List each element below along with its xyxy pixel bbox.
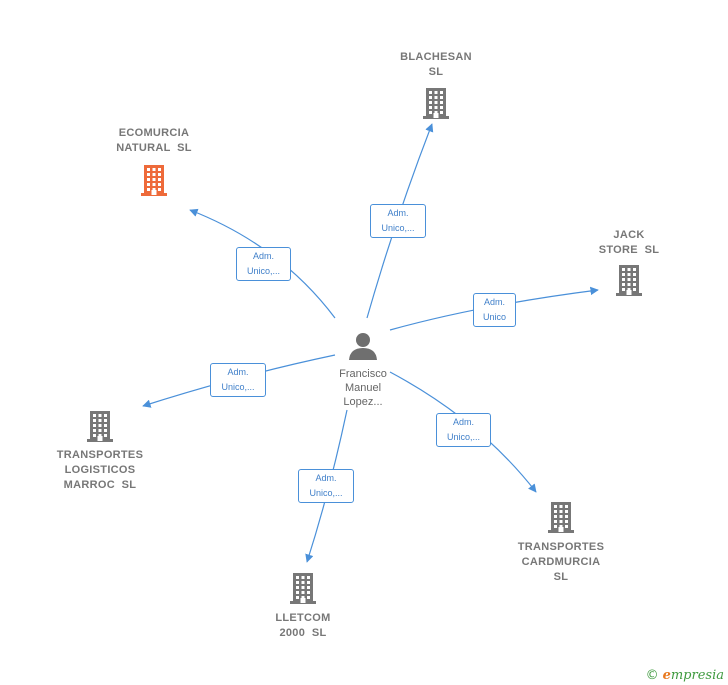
edge-label-line: Adm. — [252, 251, 274, 261]
edge-label-line: Adm. — [387, 208, 409, 218]
edge-label-line: Unico,... — [246, 266, 280, 276]
edge-label-line: Adm. — [483, 297, 505, 307]
edge-label-ecomurcia[interactable]: Adm. Unico,... — [236, 247, 291, 281]
company-label-line: LLETCOM — [275, 612, 331, 624]
company-label-ecomurcia[interactable]: ECOMURCIA NATURAL SL — [116, 126, 192, 156]
edge-label-line: Adm. — [452, 417, 474, 427]
edge-label-line: Adm. — [227, 367, 249, 377]
edge-label-cardmurcia[interactable]: Adm. Unico,... — [436, 413, 491, 447]
company-label-line: 2000 SL — [279, 627, 327, 639]
company-label-line: JACK — [613, 229, 645, 241]
company-label-line: TRANSPORTES — [56, 449, 144, 461]
building-icon[interactable] — [139, 163, 169, 202]
building-icon[interactable] — [614, 263, 644, 302]
edge-label-line: Unico,... — [446, 432, 480, 442]
company-label-lletcom[interactable]: LLETCOM 2000 SL — [275, 611, 330, 641]
center-person-label-line: Francisco — [339, 368, 387, 380]
edge-label-line: Adm. — [315, 473, 337, 483]
center-person-label-line: Manuel — [344, 382, 382, 394]
building-icon[interactable] — [85, 409, 115, 448]
edge-label-lletcom[interactable]: Adm. Unico,... — [298, 469, 354, 503]
edge-label-line: Unico,... — [221, 382, 255, 392]
copyright-symbol: © — [645, 668, 659, 683]
edge-label-line: Unico — [482, 312, 506, 322]
company-label-line: TRANSPORTES — [517, 541, 605, 553]
brand-name: mpresia — [670, 668, 724, 683]
company-label-line: NATURAL SL — [116, 142, 192, 154]
building-icon[interactable] — [546, 500, 576, 539]
company-label-line: STORE SL — [598, 244, 660, 256]
person-icon — [349, 333, 377, 360]
footer-brand: ©empresia — [646, 668, 724, 683]
building-icon[interactable] — [288, 571, 318, 610]
edge-label-line: Unico,... — [381, 223, 415, 233]
company-label-line: ECOMURCIA — [118, 127, 190, 139]
company-label-logisticos[interactable]: TRANSPORTES LOGISTICOS MARROC SL — [57, 448, 143, 493]
company-label-line: SL — [553, 571, 569, 583]
company-label-cardmurcia[interactable]: TRANSPORTES CARDMURCIA SL — [518, 540, 604, 585]
brand-letter: e — [662, 668, 671, 683]
company-label-line: MARROC SL — [63, 479, 137, 491]
company-label-line: LOGISTICOS — [64, 464, 136, 476]
company-label-line: SL — [428, 66, 444, 78]
building-icon[interactable] — [421, 86, 451, 125]
company-label-line: BLACHESAN — [400, 51, 472, 63]
company-label-jack[interactable]: JACK STORE SL — [599, 228, 660, 258]
center-person-label-line: Lopez... — [343, 396, 383, 408]
edge-label-line: Unico,... — [309, 488, 343, 498]
edge-label-logisticos[interactable]: Adm. Unico,... — [210, 363, 266, 397]
company-label-line: CARDMURCIA — [521, 556, 601, 568]
edge-label-blachesan[interactable]: Adm. Unico,... — [370, 204, 426, 238]
center-person-node[interactable] — [348, 331, 378, 361]
edge-label-jack[interactable]: Adm. Unico — [473, 293, 516, 327]
company-label-blachesan[interactable]: BLACHESAN SL — [400, 50, 472, 80]
